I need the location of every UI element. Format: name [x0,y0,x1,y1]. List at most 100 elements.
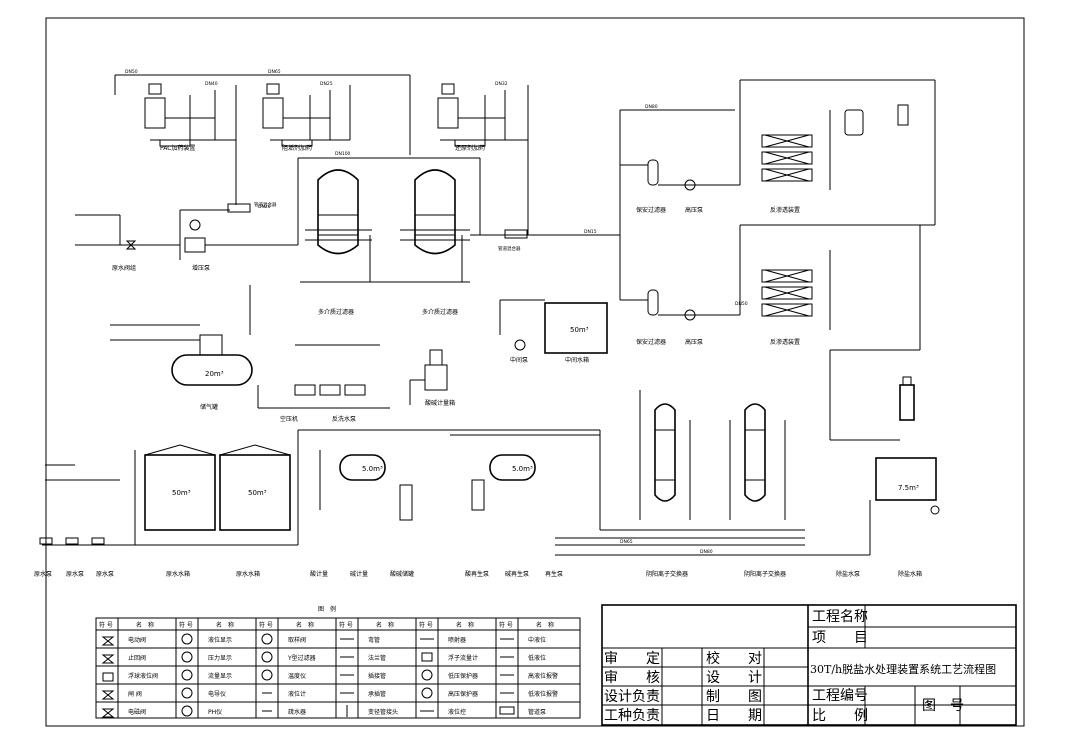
tb-design-lead: 设计负责 [604,689,660,705]
tank-20-volume: 20m³ [205,370,224,378]
legend-c2-4: PH仪 [208,709,222,716]
legend-c4-3: 承插管 [368,690,386,698]
tb-design: 设 计 [706,670,762,686]
tank-5b-volume: 5.0m³ [512,465,533,473]
label-ro-1: 反渗透装置 [770,206,800,214]
bottom-label-5: 酸计量 [310,570,328,578]
legend-c3-0: 取样阀 [288,636,306,644]
legend-c1-3: 闸 阀 [128,690,142,698]
legend-c2-3: 电导仪 [208,690,226,698]
dosing-small: 酸碱计量箱 [409,349,455,407]
legend-h-sym-1: 符 号 [99,621,113,629]
label-pac: PAC加药装置 [160,144,195,152]
legend-c3-4: 疏水器 [288,708,306,716]
tag-9: DN50 [735,301,748,307]
legend-c5-2: 低压保护器 [448,672,478,680]
legend-c6-4: 管道泵 [528,708,546,716]
degasser [830,376,915,441]
chem-tank-5b: 5.0m³ [450,434,600,511]
legend-h-name-1: 名 称 [136,621,154,629]
static-mixer-2 [504,229,528,239]
legend-h-sym-5: 符 号 [419,621,433,629]
bottom-label-4: 原水水箱 [236,570,260,578]
label-dosing3: 还原剂加药 [455,144,485,152]
tag-5: DN80 [645,104,658,110]
label-raw-valve: 原水阀组 [112,264,136,272]
bottom-label-6: 碱计量 [350,570,368,578]
mixed-bed-1 [639,390,691,520]
level-indicator-icon [181,633,193,645]
tank-75-volume: 7.5m³ [898,484,919,492]
legend-c2-1: 压力显示 [208,654,232,662]
bottom-label-13: 除盐水泵 [836,570,860,578]
compressor-group: 空压机 反洗水泵 [280,344,380,423]
rotameter-icon [421,652,433,662]
legend-c1-1: 止回阀 [128,654,146,662]
tb-drawing-title: 30T/h脱盐水处理装置系统工艺流程图 [810,662,996,676]
legend-c4-4: 变径管接头 [368,708,398,716]
legend-c3-2: 温度仪 [288,672,306,680]
legend-c2-0: 液位显示 [208,636,232,644]
label-hp-2: 高压泵 [685,338,703,346]
bottom-label-9: 碱再生泵 [505,570,529,578]
ph-meter-icon [181,705,193,717]
label-filter-1: 多介质过滤器 [318,308,354,316]
tag-6: DN100 [335,151,351,157]
storage-tank-a: 50m³ [144,444,216,531]
tag-8: DN15 [584,229,597,235]
label-tank-20: 储气罐 [200,403,218,411]
legend-c6-0: 中液位 [528,636,546,644]
legend-c5-4: 液位控 [448,708,466,716]
label-backwash: 反洗水泵 [332,415,356,423]
tb-scale: 比 例 [812,708,868,724]
demin-tank: 7.5m³ [869,457,940,555]
legend-c5-0: 喷射器 [448,636,466,644]
legend-h-sym-3: 符 号 [259,621,273,629]
tag-0: DN50 [125,69,138,75]
bottom-label-12: 阴阳离子交换器 [744,570,786,578]
tb-proofread: 校 对 [706,650,762,667]
tag-10: DN65 [620,539,633,545]
bottom-label-14: 除盐水箱 [898,570,922,578]
storage-tank-b: 50m³ [219,444,291,531]
low-pressure-icon [421,669,433,681]
tb-item: 项 目 [812,630,868,646]
sample-valve-icon [261,633,273,645]
legend-h-name-3: 名 称 [296,621,314,629]
static-mixer-1 [227,203,251,213]
legend-c1-2: 浮球液位阀 [128,672,158,680]
y-strainer-icon [261,651,273,663]
legend-c3-3: 液位计 [288,690,306,698]
legend-c1-4: 电磁阀 [128,708,146,716]
pipeline-pump-icon [499,706,515,715]
bottom-label-8: 酸再生泵 [465,570,489,578]
legend-c3-1: Y型过滤器 [287,654,316,662]
raw-pumps [39,429,600,546]
label-pump-mid: 中间泵 [510,356,528,364]
label-ro-feed-1: 保安过滤器 [636,206,666,214]
legend-c6-3: 低液位报警 [528,690,558,698]
legend-h-sym-2: 符 号 [179,621,193,629]
bottom-label-0: 原水泵 [34,570,52,578]
chem-tank-5a: 5.0m³ [319,450,413,521]
intermediate-tank: 50m³ 中间水箱 中间泵 [499,299,608,364]
tb-project-no: 工程编号 [812,688,868,704]
tb-check: 审 核 [604,670,660,686]
tag-7: DN20 [258,204,271,210]
multimedia-filter-1: 多介质过滤器 [297,157,480,316]
title-block: 工程名称 项 目 30T/h脱盐水处理装置系统工艺流程图 工程编号 比 例 图 … [601,604,1017,726]
ro-train-2: 保安过滤器 高压泵 反渗透装置 [619,224,935,440]
bottom-label-11: 阴阳离子交换器 [646,570,688,578]
legend-title: 图 例 [318,605,336,613]
legend-h-name-6: 名 称 [536,621,554,629]
label-tank-50: 中间水箱 [565,356,589,364]
label-chem-tank: 酸碱计量箱 [425,399,455,407]
tag-2: DN40 [205,81,218,87]
legend-c1-0: 电动阀 [128,636,146,644]
label-compressor: 空压机 [280,415,298,423]
label-dosing2: 阻垢剂加药 [282,144,312,152]
legend-c6-1: 低液位 [528,654,546,662]
tag-11: DN80 [700,549,713,555]
bottom-label-10: 再生泵 [545,570,563,578]
label-ro-feed-2: 保安过滤器 [636,338,666,346]
